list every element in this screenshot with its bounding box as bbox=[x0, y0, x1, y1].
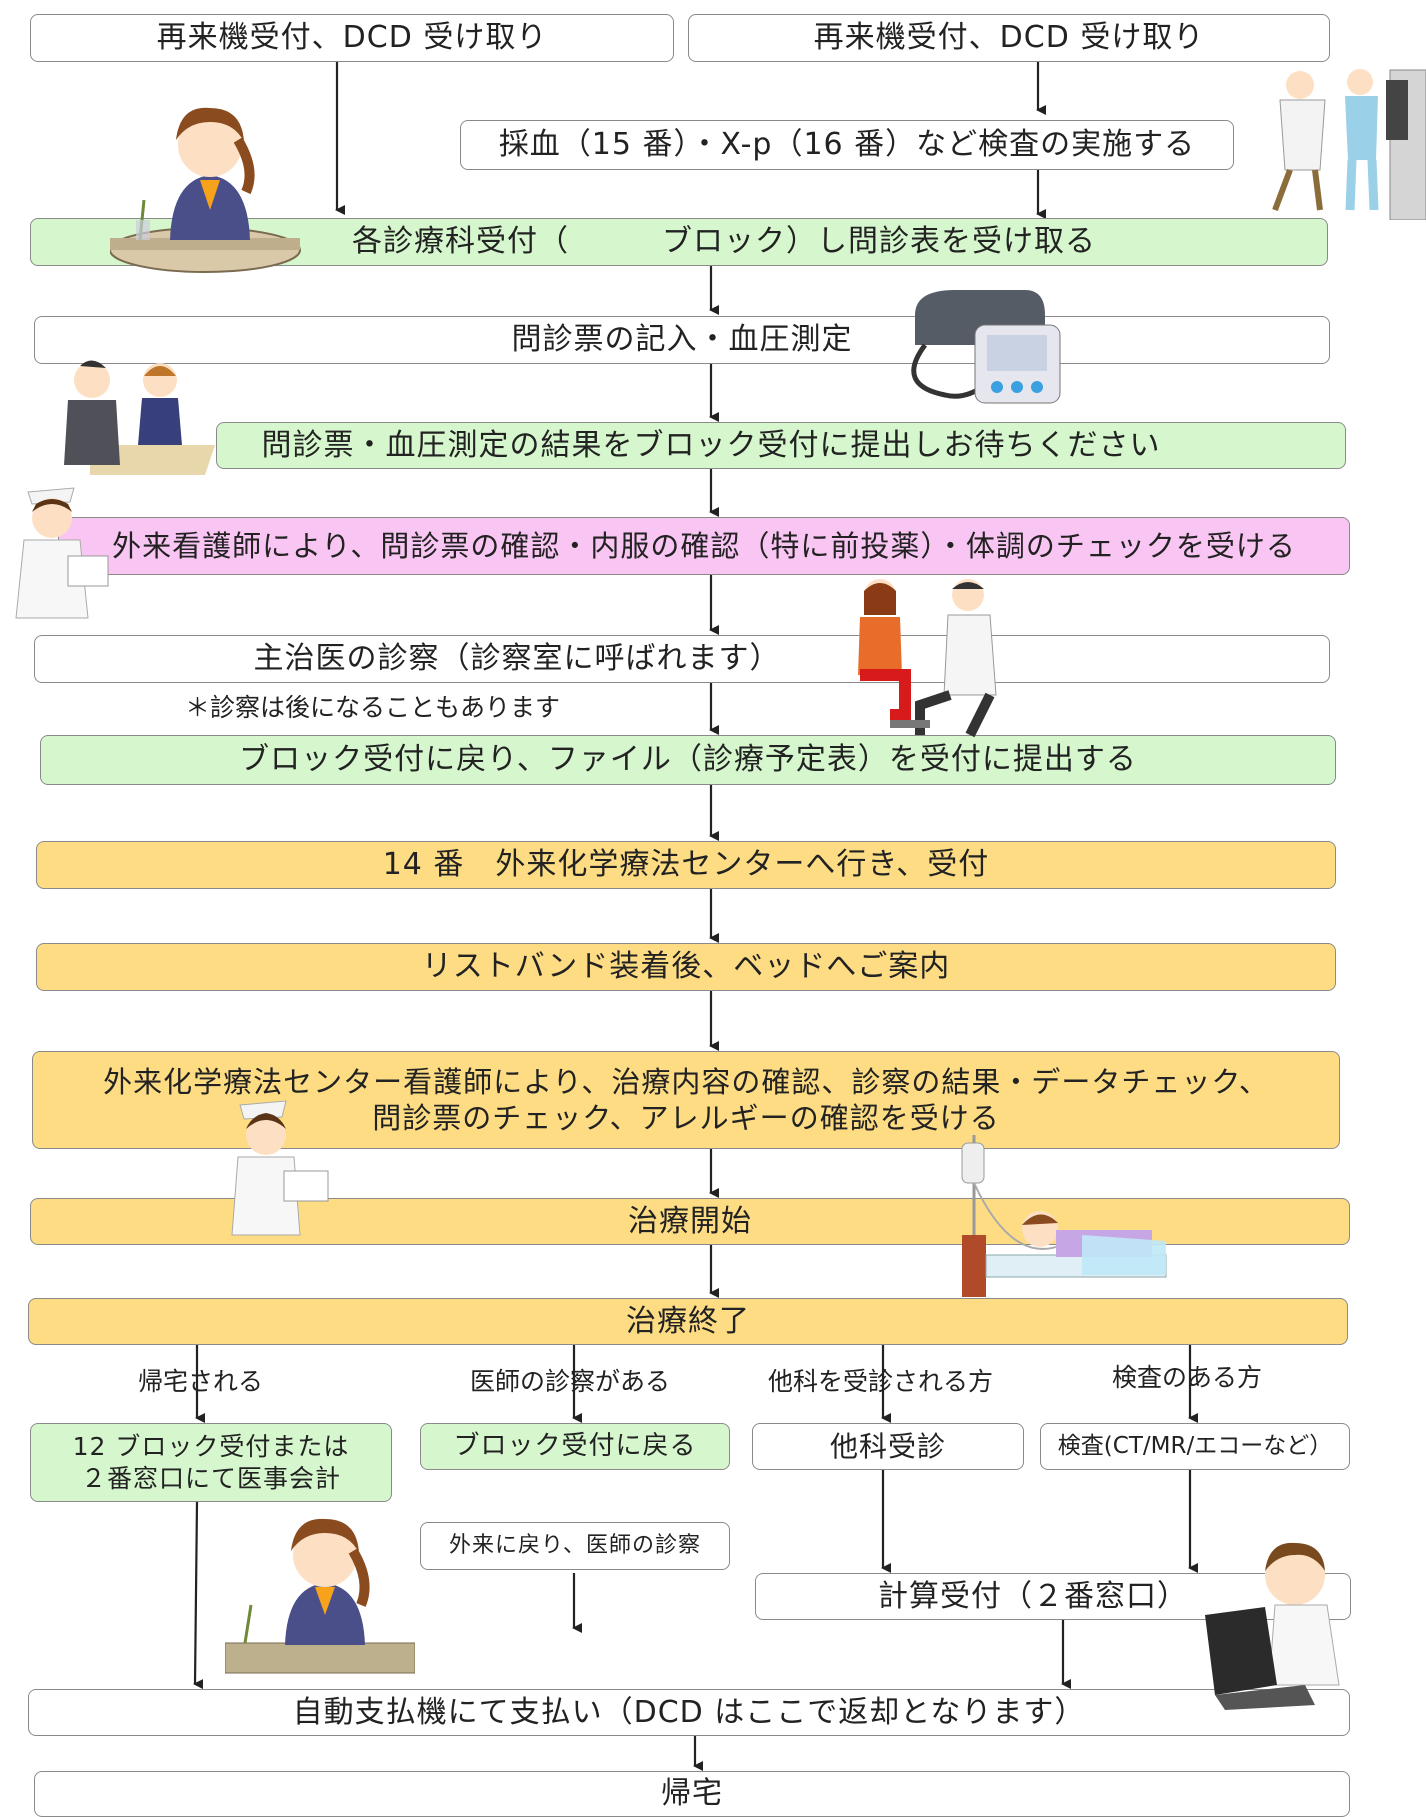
accounting-text-1: 12 ブロック受付または bbox=[72, 1432, 350, 1462]
tests-text: 採血（15 番）・X-p（16 番）など検査の実施する bbox=[498, 127, 1196, 163]
return-block-text: ブロック受付に戻り、ファイル（診療予定表）を受付に提出する bbox=[239, 742, 1137, 778]
iv-drip-patient-illustration bbox=[961, 1135, 1167, 1297]
exam-label: 検査のある方 bbox=[1112, 1363, 1263, 1392]
doctor-exam-illustration bbox=[858, 579, 997, 738]
accounting-text-2: ２番窓口にて医事会計 bbox=[80, 1463, 341, 1493]
center-nurse-illustration bbox=[231, 1100, 329, 1236]
calc-reception-text: 計算受付（２番窓口） bbox=[878, 1578, 1188, 1614]
other-dept-text: 他科受診 bbox=[829, 1430, 946, 1463]
cashier-illustration bbox=[225, 1518, 415, 1674]
center-nurse-text-2: 問診票のチェック、アレルギーの確認を受ける bbox=[372, 1101, 1000, 1135]
doctor-label: 医師の診察がある bbox=[470, 1367, 671, 1396]
treatment-end-text: 治療終了 bbox=[626, 1303, 750, 1339]
reception-right-text: 再来機受付、DCD 受け取り bbox=[813, 20, 1205, 56]
center-nurse-text-1: 外来化学療法センター看護師により、治療内容の確認、診察の結果・データチェック、 bbox=[103, 1064, 1269, 1099]
back-block-box: ブロック受付に戻る bbox=[420, 1423, 730, 1470]
exam-note: ＊診察は後になることもあります bbox=[185, 693, 561, 722]
dept-reception-text: 各診療科受付（ ブロック）し問診表を受け取る bbox=[352, 224, 1096, 260]
nurse-illustration bbox=[15, 487, 109, 619]
questionnaire-box: 問診票の記入・血圧測定 bbox=[34, 316, 1330, 364]
chemo-center-box: 14 番 外来化学療法センターへ行き、受付 bbox=[36, 841, 1336, 889]
doctor-exam-text: 主治医の診察（診察室に呼ばれます） bbox=[253, 641, 781, 677]
submit-block-text: 問診票・血圧測定の結果をブロック受付に提出しお待ちください bbox=[261, 427, 1161, 463]
auto-pay-box: 自動支払機にて支払い（DCD はここで返却となります） bbox=[28, 1689, 1350, 1736]
back-block-text: ブロック受付に戻る bbox=[453, 1431, 697, 1462]
exam-box: 検査(CT/MR/エコーなど） bbox=[1040, 1423, 1350, 1470]
wristband-box: リストバンド装着後、ベッドへご案内 bbox=[36, 943, 1336, 991]
treatment-end-box: 治療終了 bbox=[28, 1298, 1348, 1345]
tests-box: 採血（15 番）・X-p（16 番）など検査の実施する bbox=[460, 120, 1234, 170]
reception-desk-illustration bbox=[64, 360, 215, 475]
xray-illustration bbox=[1272, 69, 1426, 220]
reception-left-text: 再来機受付、DCD 受け取り bbox=[156, 20, 548, 56]
chemo-center-text: 14 番 外来化学療法センターへ行き、受付 bbox=[382, 847, 990, 883]
accounting-box: 12 ブロック受付または ２番窓口にて医事会計 bbox=[30, 1423, 392, 1502]
home-text: 帰宅 bbox=[661, 1776, 723, 1812]
return-block-box: ブロック受付に戻り、ファイル（診療予定表）を受付に提出する bbox=[40, 735, 1336, 785]
home-box: 帰宅 bbox=[34, 1771, 1350, 1817]
auto-pay-text: 自動支払機にて支払い（DCD はここで返却となります） bbox=[292, 1694, 1086, 1730]
treatment-start-text: 治療開始 bbox=[628, 1203, 752, 1239]
nurse-check-text: 外来看護師により、問診票の確認・内服の確認（特に前投薬）・体調のチェックを受ける bbox=[112, 528, 1296, 563]
questionnaire-text: 問診票の記入・血圧測定 bbox=[511, 322, 853, 358]
reception-right-box: 再来機受付、DCD 受け取り bbox=[688, 14, 1330, 62]
computer-staff-illustration bbox=[1205, 1542, 1340, 1710]
receptionist-illustration bbox=[110, 107, 301, 273]
center-nurse-box: 外来化学療法センター看護師により、治療内容の確認、診察の結果・データチェック、 … bbox=[32, 1051, 1340, 1149]
exam-text: 検査(CT/MR/エコーなど） bbox=[1057, 1433, 1333, 1460]
wristband-text: リストバンド装着後、ベッドへご案内 bbox=[421, 949, 951, 985]
doctor-exam-box: 主治医の診察（診察室に呼ばれます） bbox=[34, 635, 1330, 683]
other-dept-label: 他科を受診される方 bbox=[768, 1367, 994, 1396]
blood-pressure-monitor-illustration bbox=[911, 290, 1061, 404]
submit-block-box: 問診票・血圧測定の結果をブロック受付に提出しお待ちください bbox=[216, 422, 1346, 469]
reception-left-box: 再来機受付、DCD 受け取り bbox=[30, 14, 674, 62]
other-dept-box: 他科受診 bbox=[752, 1423, 1024, 1470]
arrow-accounting-to-pay bbox=[193, 1501, 204, 1690]
back-outpatient-text: 外来に戻り、医師の診察 bbox=[448, 1533, 702, 1559]
back-outpatient-box: 外来に戻り、医師の診察 bbox=[420, 1522, 730, 1570]
nurse-check-box: 外来看護師により、問診票の確認・内服の確認（特に前投薬）・体調のチェックを受ける bbox=[58, 517, 1350, 575]
go-home-label: 帰宅される bbox=[138, 1367, 264, 1396]
